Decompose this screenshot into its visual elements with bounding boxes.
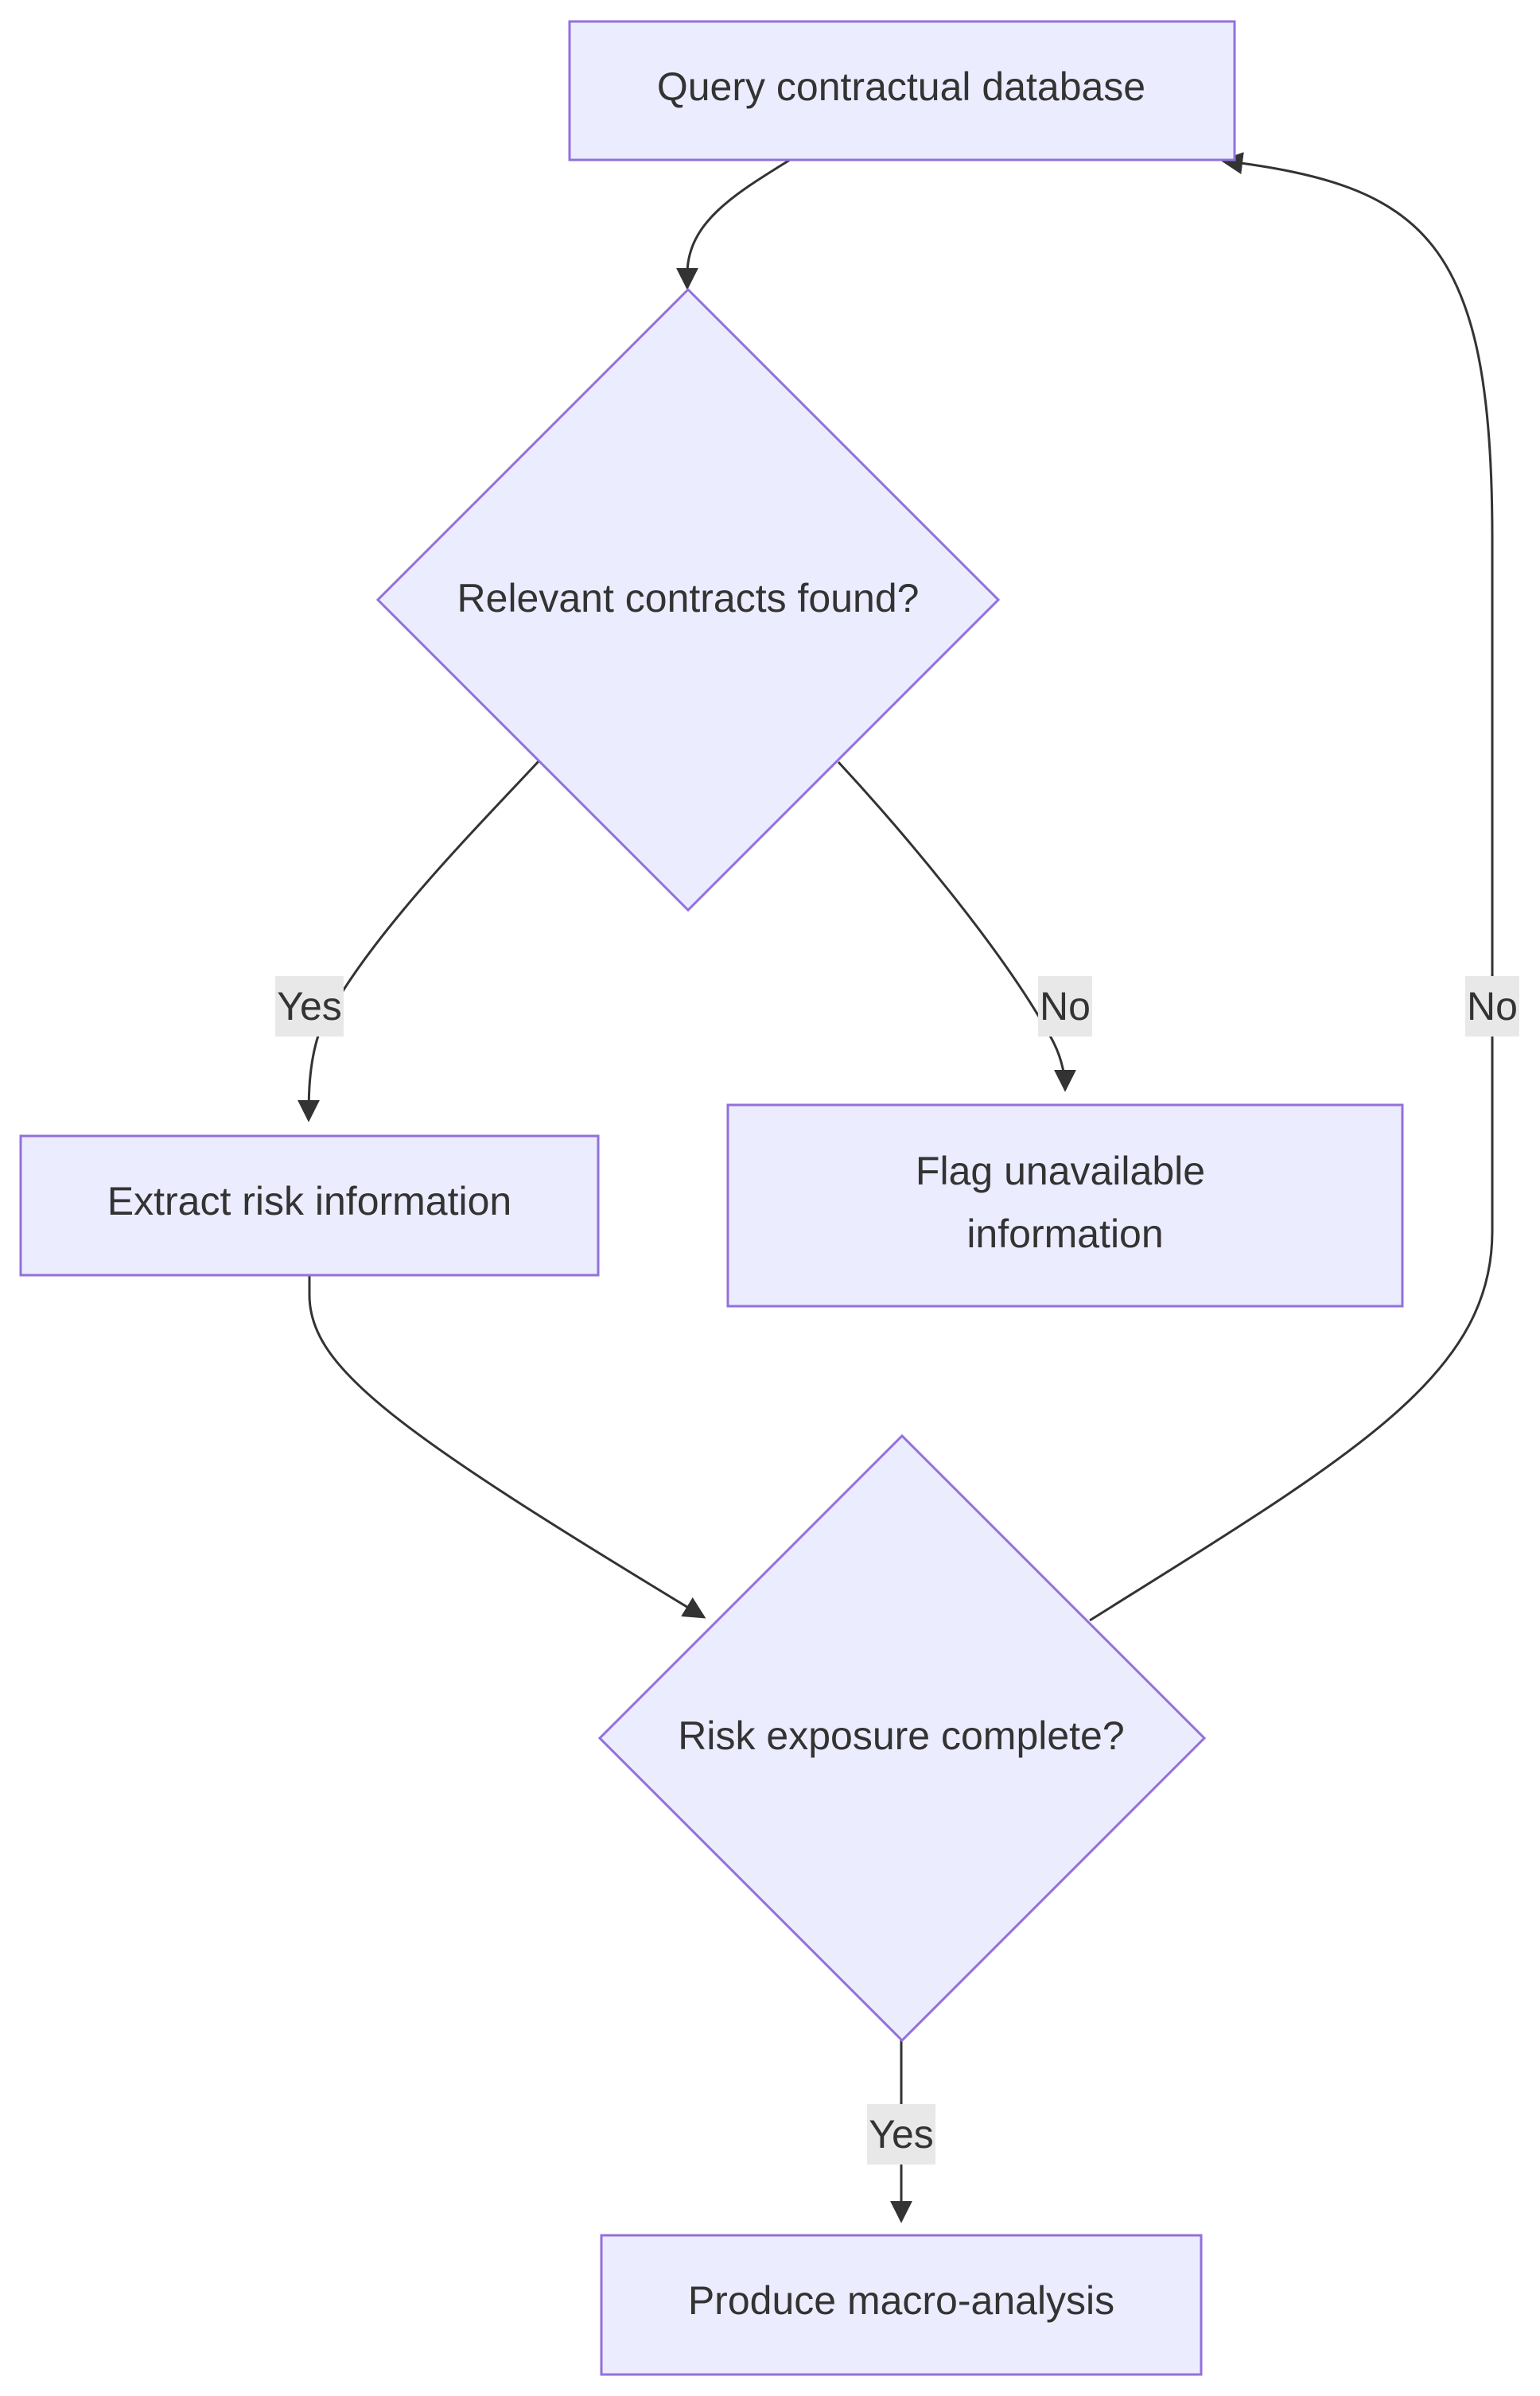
node-label: Extract risk information <box>107 1179 511 1223</box>
node-risk-exposure-complete: Risk exposure complete? <box>597 1433 1207 2043</box>
node-label-line-2: information <box>966 1212 1163 1256</box>
node-relevant-contracts-found: Relevant contracts found? <box>375 287 1001 912</box>
edge-label-yes-left: Yes <box>275 976 344 1037</box>
edge-label-text: Yes <box>869 2112 934 2157</box>
edge-label-text: Yes <box>277 984 342 1029</box>
node-label-line-1: Flag unavailable <box>916 1149 1205 1193</box>
edge-label-no-middle: No <box>1038 976 1092 1037</box>
node-label: Produce macro-analysis <box>688 2278 1114 2323</box>
edge-label-text: No <box>1040 984 1091 1029</box>
node-label: Risk exposure complete? <box>678 1713 1124 1758</box>
node-label: Query contractual database <box>657 64 1145 109</box>
edge-extract-to-complete <box>308 1275 706 1619</box>
edge-complete-to-query <box>1089 152 1494 1622</box>
edge-relevant-to-extract <box>298 759 541 1122</box>
edge-label-text: No <box>1467 984 1518 1029</box>
node-label: Relevant contracts found? <box>457 576 920 620</box>
node-produce-macro-analysis: Produce macro-analysis <box>600 2234 1203 2376</box>
node-flag-unavailable-information: Flag unavailable information <box>726 1103 1404 1308</box>
edge-query-to-relevant <box>676 158 791 290</box>
edge-relevant-to-flag <box>837 760 1076 1092</box>
node-extract-risk-information: Extract risk information <box>19 1134 600 1277</box>
node-query-contractual-database: Query contractual database <box>568 20 1236 161</box>
edge-label-no-right: No <box>1465 976 1519 1037</box>
edge-label-yes-bottom: Yes <box>867 2104 935 2165</box>
